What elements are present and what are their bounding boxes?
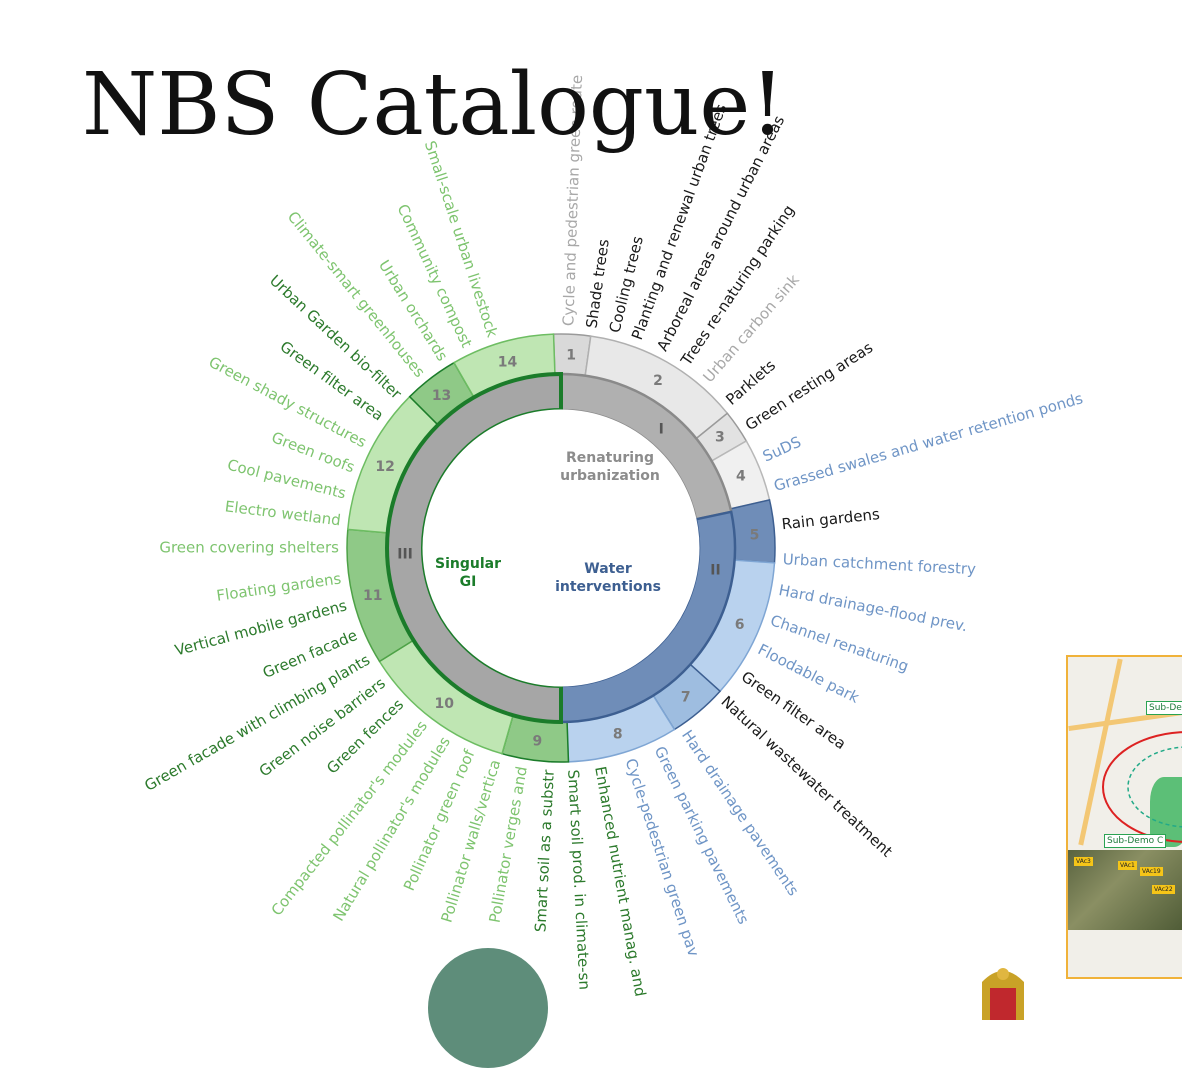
map-pin: VAc19 <box>1140 867 1163 876</box>
map-pin: VAc22 <box>1152 885 1175 894</box>
map-pin: VAc1 <box>1118 861 1137 870</box>
nbs-item-label: Floating gardens <box>215 569 342 604</box>
nbs-item-label: Green covering shelters <box>159 539 339 557</box>
map-label-subdemo-c: Sub-Demo C <box>1104 834 1167 848</box>
category-number: 13 <box>432 388 451 404</box>
group-label: Renaturing <box>566 450 654 466</box>
category-number: 2 <box>653 373 663 389</box>
category-number: 6 <box>735 617 745 633</box>
category-number: 12 <box>375 459 394 475</box>
group-numeral: I <box>659 421 664 437</box>
site-map-thumbnail: Sub-De Sub-Demo C VAc3 VAc1 VAc19 VAc22 <box>1066 655 1182 979</box>
group-label: Water <box>584 561 632 577</box>
map-label-subdemo: Sub-De <box>1146 701 1182 715</box>
nbs-item-label: Urban catchment forestry <box>782 550 976 578</box>
category-number: 14 <box>498 355 518 371</box>
group-label: GI <box>460 574 477 590</box>
municipal-crest-icon <box>982 968 1024 1020</box>
category-number: 11 <box>363 588 382 604</box>
nbs-item-label: Smart soil prod. in climate-sn <box>564 769 594 990</box>
group-label: interventions <box>555 579 661 595</box>
nbs-item-label: Smart soil as a substr <box>531 768 558 932</box>
category-number: 10 <box>435 696 455 712</box>
group-numeral: III <box>397 546 413 562</box>
category-segments <box>346 333 776 763</box>
category-number: 5 <box>750 527 760 543</box>
green-circle-decoration <box>428 948 548 1068</box>
wheel-center <box>422 409 700 687</box>
nbs-item-label: SuDS <box>760 433 804 466</box>
category-number: 7 <box>681 690 691 706</box>
nbs-item-label: Rain gardens <box>781 505 881 533</box>
nbs-item-label: Green resting areas <box>742 338 876 434</box>
group-numeral: II <box>710 563 720 579</box>
category-number: 1 <box>566 347 576 363</box>
nbs-item-label: Grassed swales and water retention ponds <box>772 389 1085 495</box>
group-ring <box>385 371 737 725</box>
page-title: NBS Catalogue! <box>82 55 785 155</box>
category-number: 3 <box>715 430 725 446</box>
category-number: 4 <box>736 468 746 484</box>
category-number: 9 <box>532 734 542 750</box>
group-label: urbanization <box>560 468 660 484</box>
category-number: 8 <box>613 727 623 743</box>
map-pin: VAc3 <box>1074 857 1093 866</box>
group-label: Singular <box>435 556 501 572</box>
nbs-item-label: Electro wetland <box>224 497 342 529</box>
